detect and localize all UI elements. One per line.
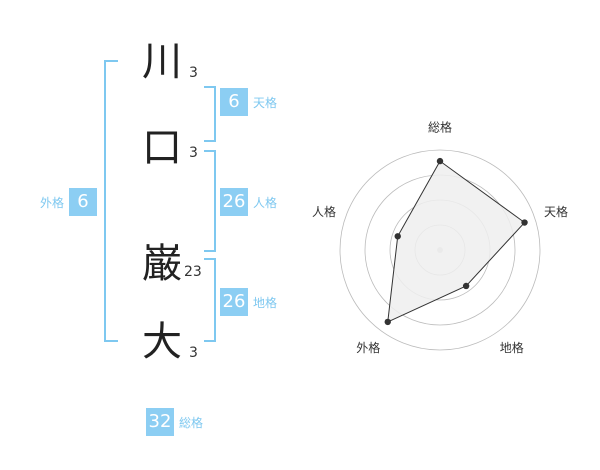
radar-axis-label-3: 地格 <box>500 340 524 355</box>
name-char-2: 口 <box>142 125 182 171</box>
tenkaku-badge: 6 天格 <box>220 88 277 116</box>
chikaku-bracket <box>204 258 216 342</box>
chikaku-value: 26 <box>220 288 248 316</box>
name-char-1: 川 <box>142 39 182 85</box>
radar-series-polygon <box>387 160 526 323</box>
tenkaku-value: 6 <box>220 88 248 116</box>
radar-point-2 <box>521 219 528 226</box>
soukaku-label: 総格 <box>179 415 204 430</box>
tenkaku-bracket <box>204 86 216 142</box>
tenkaku-label: 天格 <box>253 95 278 110</box>
radar-grid-ring <box>339 149 541 351</box>
gaikaku-value: 6 <box>69 188 98 216</box>
radar-axis-label-1: 総格 <box>428 120 452 135</box>
jinkaku-bracket <box>204 150 216 252</box>
chikaku-badge: 26 地格 <box>220 288 277 316</box>
soukaku-value: 32 <box>146 408 174 436</box>
stroke-count-3: 23 <box>184 264 202 280</box>
name-char-3: 巌 <box>142 241 182 287</box>
gaikaku-bracket <box>104 60 118 342</box>
radar-point-3 <box>462 282 470 290</box>
radar-point-5 <box>394 233 401 240</box>
chikaku-label: 地格 <box>253 295 278 310</box>
name-char-4: 大 <box>142 319 182 365</box>
radar-axis-label-5: 人格 <box>312 204 336 219</box>
stroke-count-4: 3 <box>189 345 198 361</box>
radar-point-1 <box>436 157 444 165</box>
jinkaku-label: 人格 <box>253 195 278 210</box>
jinkaku-value: 26 <box>220 188 248 216</box>
stroke-count-1: 3 <box>189 65 198 81</box>
soukaku-badge: 32 総格 <box>146 408 203 436</box>
radar-axis-label-4: 外格 <box>356 340 380 355</box>
gaikaku-label: 外格 <box>40 195 65 210</box>
jinkaku-badge: 26 人格 <box>220 188 277 216</box>
gaikaku-badge: 外格 6 <box>40 188 98 216</box>
radar-axis-label-2: 天格 <box>544 204 568 219</box>
stroke-count-2: 3 <box>189 145 198 161</box>
radar-point-4 <box>384 318 391 326</box>
